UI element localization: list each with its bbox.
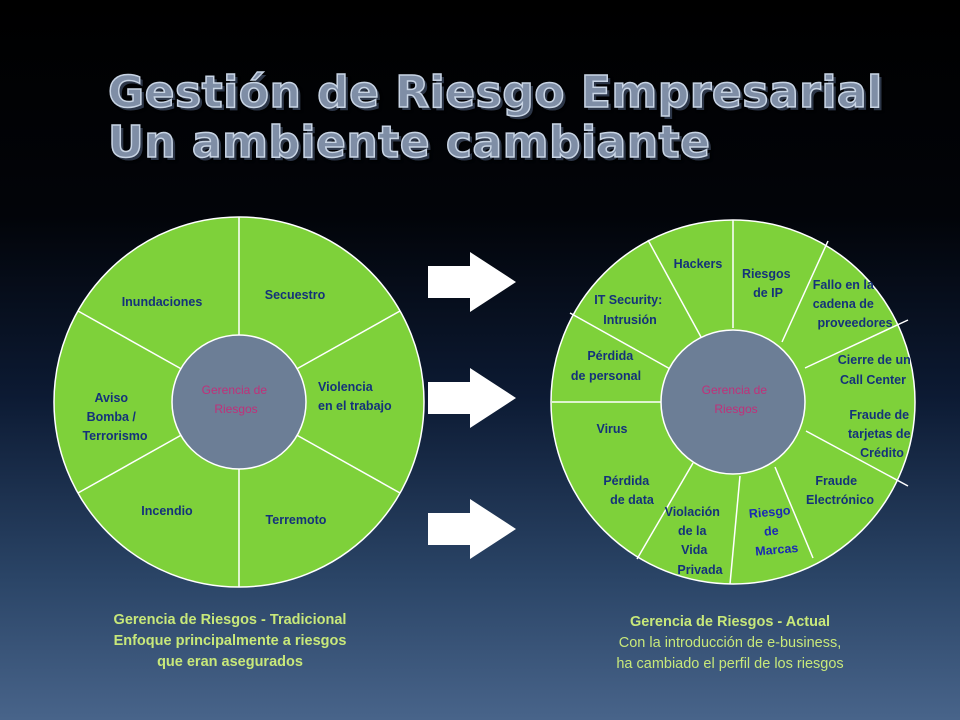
segment-label: Secuestro bbox=[265, 288, 326, 302]
right-segment-hackers: Hackers bbox=[674, 257, 723, 271]
right-hub-line: Gerencia de bbox=[702, 383, 768, 397]
segment-label: Pérdida de data bbox=[603, 474, 655, 507]
right-segment-riesgos-ip: Riesgos de IP bbox=[742, 267, 794, 300]
left-divider bbox=[292, 432, 401, 494]
right-divider bbox=[781, 240, 829, 343]
left-divider bbox=[77, 432, 186, 494]
left-segment-aviso-bomba: Aviso Bomba / Terrorismo bbox=[82, 391, 147, 443]
right-segment-fraude-electronico: Fraude Electrónico bbox=[806, 474, 874, 507]
segment-label: Riesgos de IP bbox=[742, 267, 794, 300]
segment-label: Riesgo de Marcas bbox=[748, 503, 799, 559]
left-segment-inundaciones: Inundaciones bbox=[122, 295, 203, 309]
right-divider bbox=[729, 475, 741, 585]
title-line-2: Un ambiente cambiante bbox=[107, 117, 711, 169]
segment-label: Incendio bbox=[141, 504, 193, 518]
caption-current-line: Con la introducción de e-business, bbox=[618, 635, 842, 651]
right-segment-fallo-cadena: Fallo en la cadena de proveedores bbox=[813, 278, 893, 330]
arrow-icon bbox=[428, 368, 516, 428]
right-divider bbox=[647, 239, 702, 338]
segment-label: Inundaciones bbox=[122, 295, 203, 309]
slide-title: Gestión de Riesgo Empresarial Un ambient… bbox=[107, 67, 883, 169]
caption-traditional-line: que eran asegurados bbox=[157, 654, 303, 670]
arrow-icon bbox=[428, 499, 516, 559]
left-divider bbox=[292, 310, 401, 372]
right-divider bbox=[804, 319, 909, 369]
segment-label: Violencia en el trabajo bbox=[318, 380, 392, 413]
segment-label: Fraude de tarjetas de Crédito bbox=[848, 408, 914, 460]
caption-current-title: Gerencia de Riesgos - Actual bbox=[629, 614, 831, 630]
segment-label: Virus bbox=[596, 422, 627, 436]
arrows bbox=[428, 252, 516, 559]
right-divider bbox=[805, 430, 909, 487]
arrow-icon bbox=[428, 252, 516, 312]
segment-label: Terremoto bbox=[266, 513, 327, 527]
left-segment-secuestro: Secuestro bbox=[265, 288, 326, 302]
right-hub-line: Riesgos bbox=[714, 402, 757, 416]
left-wheel: Gerencia de Riesgos Inundaciones Secuest… bbox=[53, 216, 425, 588]
segment-label: Fraude Electrónico bbox=[806, 474, 874, 507]
right-segment-violacion-privada: Violación de la Vida Privada bbox=[665, 505, 724, 577]
right-hub-label: Gerencia de Riesgos bbox=[702, 383, 771, 416]
right-segment-fraude-tarjetas: Fraude de tarjetas de Crédito bbox=[848, 408, 914, 460]
title-line-1: Gestión de Riesgo Empresarial bbox=[107, 67, 883, 119]
right-hub bbox=[660, 329, 806, 475]
right-divider bbox=[569, 312, 673, 371]
segment-label: Violación de la Vida Privada bbox=[665, 505, 724, 577]
caption-traditional-title: Gerencia de Riesgos - Tradicional bbox=[113, 612, 347, 628]
caption-traditional-line: Enfoque principalmente a riesgos bbox=[113, 633, 347, 649]
right-segment-it-security: IT Security: Intrusión bbox=[594, 293, 666, 327]
segment-label: IT Security: Intrusión bbox=[594, 293, 666, 327]
right-segment-cierre-call-center: Cierre de un Call Center bbox=[838, 353, 914, 387]
caption-current-line: ha cambiado el perfil de los riesgos bbox=[616, 656, 844, 672]
left-hub-line: Gerencia de bbox=[202, 383, 268, 397]
caption-traditional: Gerencia de Riesgos - Tradicional Enfoqu… bbox=[80, 610, 380, 673]
right-segment-perdida-personal: Pérdida de personal bbox=[571, 349, 641, 383]
left-hub bbox=[171, 334, 307, 470]
segment-label: Pérdida de personal bbox=[571, 349, 641, 383]
segment-label: Fallo en la cadena de proveedores bbox=[813, 278, 893, 330]
right-segment-perdida-data: Pérdida de data bbox=[603, 474, 655, 507]
left-hub-line: Riesgos bbox=[214, 402, 257, 416]
segment-label: Cierre de un Call Center bbox=[838, 353, 914, 387]
left-segment-incendio: Incendio bbox=[141, 504, 193, 518]
right-divider bbox=[774, 466, 814, 559]
left-divider bbox=[77, 310, 186, 372]
right-segment-virus: Virus bbox=[596, 422, 627, 436]
left-hub-label: Gerencia de Riesgos bbox=[202, 383, 271, 416]
left-segment-violencia: Violencia en el trabajo bbox=[318, 380, 392, 413]
right-segment-riesgo-marcas: Riesgo de Marcas bbox=[748, 503, 799, 559]
segment-label: Hackers bbox=[674, 257, 723, 271]
caption-current: Gerencia de Riesgos - Actual Con la intr… bbox=[570, 612, 890, 675]
right-wheel: Gerencia de Riesgos Hackers Riesgos de I… bbox=[550, 219, 916, 585]
left-segment-terremoto: Terremoto bbox=[266, 513, 327, 527]
segment-label: Aviso Bomba / Terrorismo bbox=[82, 391, 147, 443]
right-divider bbox=[636, 462, 694, 560]
